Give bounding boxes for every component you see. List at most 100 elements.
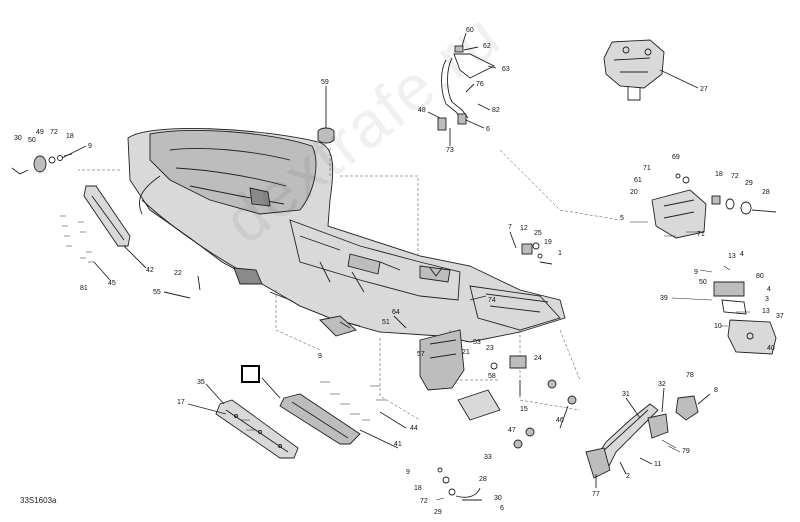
callout-59: 59	[321, 79, 329, 86]
latch-parts-center	[509, 231, 553, 265]
callout-24: 24	[534, 355, 542, 362]
callout-33: 33	[484, 454, 492, 461]
bolt-set-bottom-left	[240, 381, 386, 431]
callout-50: 50	[699, 279, 707, 286]
callout-46: 46	[556, 417, 564, 424]
callout-18: 18	[715, 171, 723, 178]
leader-lines	[61, 32, 711, 488]
callout-1: 1	[558, 250, 562, 257]
callout-28: 28	[762, 189, 770, 196]
callout-50: 50	[28, 137, 36, 144]
hose-assembly	[437, 45, 496, 131]
callout-18: 18	[414, 485, 422, 492]
callout-72: 72	[420, 498, 428, 505]
foot-rail-part-41	[279, 393, 361, 445]
callout-47: 47	[508, 427, 516, 434]
callout-41: 41	[394, 441, 402, 448]
callout-30: 30	[494, 495, 502, 502]
callout-72: 72	[50, 129, 58, 136]
grab-handle-part-31	[585, 403, 669, 479]
callout-20: 20	[630, 189, 638, 196]
callout-5: 5	[620, 215, 624, 222]
callout-44: 44	[410, 425, 418, 432]
callout-45: 45	[108, 280, 116, 287]
callout-40: 40	[767, 345, 775, 352]
callout-37: 37	[776, 313, 784, 320]
callout-74: 74	[488, 297, 496, 304]
callout-11: 11	[654, 461, 661, 468]
callout-15: 15	[520, 406, 528, 413]
bracket-part-78	[661, 395, 699, 453]
callout-27: 27	[700, 86, 708, 93]
callout-10: 10	[714, 323, 722, 330]
callout-63: 63	[502, 66, 510, 73]
callout-2: 2	[626, 473, 630, 480]
callout-17: 17	[177, 399, 185, 406]
callout-62: 62	[483, 43, 491, 50]
callout-32: 32	[658, 381, 666, 388]
callout-22: 22	[174, 270, 182, 277]
callout-13: 13	[728, 253, 736, 260]
callout-3: 3	[765, 296, 769, 303]
callout-12: 12	[520, 225, 528, 232]
callout-39: 39	[660, 295, 668, 302]
callout-79: 79	[682, 448, 690, 455]
callout-58: 58	[488, 373, 496, 380]
callout-21: 21	[462, 349, 470, 356]
callout-73: 73	[446, 147, 454, 154]
callout-8: 8	[714, 387, 718, 394]
fastener-set-bottom	[435, 467, 482, 501]
callout-82: 82	[492, 107, 500, 114]
callout-71: 71	[643, 165, 651, 172]
callout-9: 9	[88, 143, 92, 150]
callout-19: 19	[544, 239, 552, 246]
callout-57: 57	[417, 351, 425, 358]
center-lower-parts	[419, 329, 577, 449]
foot-rail-part-35	[215, 399, 299, 459]
callout-29: 29	[745, 180, 753, 187]
callout-13: 13	[762, 308, 770, 315]
callout-28: 28	[479, 476, 487, 483]
callout-35: 35	[197, 379, 205, 386]
plug-part-59	[317, 127, 335, 144]
callout-48: 48	[418, 107, 426, 114]
callout-6: 6	[500, 505, 504, 512]
callout-64: 64	[392, 309, 400, 316]
callout-9: 9	[406, 469, 410, 476]
callout-18: 18	[66, 133, 74, 140]
callout-51: 51	[382, 319, 390, 326]
callout-42: 42	[146, 267, 154, 274]
callout-53: 53	[473, 339, 481, 346]
callout-49: 49	[36, 129, 44, 136]
latch-bracket-part-37	[671, 265, 777, 355]
callout-60: 60	[466, 27, 474, 34]
callout-78: 78	[686, 372, 694, 379]
callout-4: 4	[740, 251, 744, 258]
callout-76: 76	[476, 81, 484, 88]
callout-69: 69	[672, 154, 680, 161]
callout-31: 31	[622, 391, 630, 398]
callout-4: 4	[767, 286, 771, 293]
callout-25: 25	[534, 230, 542, 237]
callout-7: 7	[508, 224, 512, 231]
callout-6: 6	[486, 126, 490, 133]
callout-labels: 60 62 63 76 82 48 6 73 59 27 30 49 50 72…	[14, 27, 784, 516]
callout-55: 55	[153, 289, 161, 296]
highlight-box-callout-75	[241, 365, 260, 383]
diagram-reference-code: 33S1603a	[20, 496, 57, 505]
callout-77: 77	[592, 491, 600, 498]
hull-body	[127, 128, 566, 343]
callout-72: 72	[731, 173, 739, 180]
trim-strip-part-42	[60, 185, 131, 263]
callout-9: 9	[694, 269, 698, 276]
callout-61: 61	[634, 177, 642, 184]
callout-29: 29	[434, 509, 442, 516]
callout-80: 80	[756, 273, 764, 280]
callout-71: 71	[697, 231, 705, 238]
hidden-lines	[78, 148, 621, 421]
fastener-set-top-left	[11, 153, 73, 175]
callout-9: 9	[318, 353, 322, 360]
callout-23: 23	[486, 345, 494, 352]
callout-81: 81	[80, 285, 88, 292]
